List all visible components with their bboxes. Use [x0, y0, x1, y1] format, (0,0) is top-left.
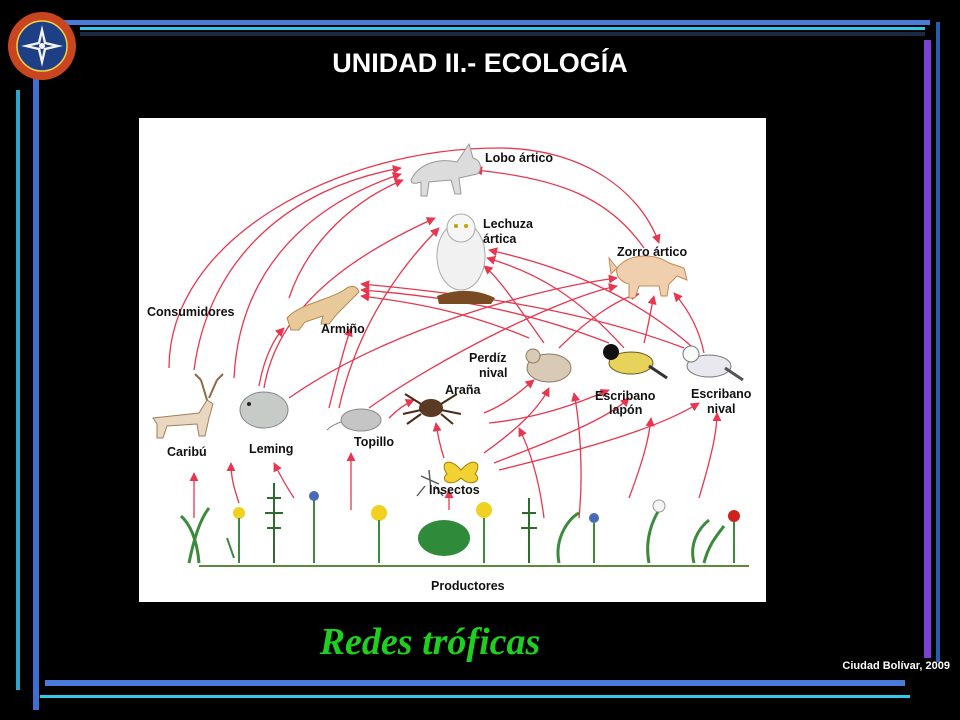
label-lechuza-2: ártica [483, 232, 517, 246]
label-armino: Armiño [321, 322, 365, 336]
arrow-productor-nival [698, 412, 722, 499]
label-productores: Productores [431, 579, 505, 593]
frame-bar-right-purple [924, 40, 931, 658]
arrow-arana-lapon [488, 389, 610, 424]
frame-bar-right-blue [936, 22, 940, 662]
arrow-armino-lobo [288, 178, 404, 299]
arrow-caribu-lobo [193, 164, 402, 371]
arrow-leming-lobo [233, 172, 402, 379]
snow-bunting-icon [682, 345, 744, 382]
label-caribu: Caribú [167, 445, 207, 459]
arrow-nival-armino [360, 280, 685, 349]
university-seal-icon [8, 12, 76, 80]
slide-footer: Ciudad Bolívar, 2009 [842, 660, 950, 672]
arrow-productor-leming-2 [273, 462, 295, 499]
arrow-insectos-arana [432, 422, 445, 459]
label-perdiz-1: Perdíz [469, 351, 507, 365]
arrow-caribu-zorro [168, 147, 661, 369]
frame-bar-top-blue [60, 20, 930, 25]
label-perdiz-2: nival [479, 366, 508, 380]
butterfly-icon [443, 461, 479, 484]
lemming-icon [239, 391, 289, 429]
arrow-lapon-armino [360, 286, 610, 344]
arctic-fox-icon [608, 255, 688, 299]
snowy-owl-icon [436, 213, 495, 304]
food-web-arrows [168, 147, 722, 519]
label-escribano-lapon-2: lapón [609, 403, 642, 417]
arrow-productor-leming [226, 462, 240, 504]
arrow-topillo-arana [388, 399, 415, 419]
arrow-leming-lechuza [263, 217, 436, 389]
label-escribano-nival-2: nival [707, 402, 736, 416]
label-zorro: Zorro ártico [617, 245, 688, 259]
lapland-bunting-icon [603, 344, 668, 380]
caribou-icon [152, 373, 224, 439]
arrow-productor-lapon [628, 417, 655, 499]
arrow-lapon-lechuza [486, 255, 625, 349]
label-consumidores: Consumidores [147, 305, 235, 319]
label-escribano-lapon-1: Escribano [595, 389, 656, 403]
arrow-leming-zorro [288, 274, 618, 399]
arrow-topillo-lechuza [338, 227, 440, 409]
arrow-nival-zorro [673, 292, 705, 354]
frame-bar-bottom-blue [45, 680, 905, 686]
arrow-insectos-lapon [493, 397, 630, 464]
label-lechuza-1: Lechuza [483, 217, 534, 231]
ermine-icon [286, 285, 360, 331]
wolf-icon [410, 142, 481, 197]
ptarmigan-icon [525, 348, 572, 383]
producers-plants [179, 483, 749, 567]
mosquito-icon [416, 469, 444, 497]
food-web-diagram: Lobo ártico Lechuza ártica Zorro ártico … [139, 118, 766, 602]
frame-bar-left-cyan [16, 90, 20, 690]
frame-bar-top-dark [80, 32, 925, 36]
arrow-nival-lechuza [488, 247, 700, 354]
frame-bar-top-cyan [80, 27, 925, 30]
arrow-insectos-nival [498, 402, 700, 471]
arrow-lapon-zorro [643, 295, 657, 344]
arrow-perdiz-armino [360, 292, 530, 339]
spider-icon [402, 393, 462, 425]
arrow-arana-perdiz [483, 379, 535, 414]
arrow-insectos-perdiz [483, 387, 550, 454]
label-topillo: Topillo [354, 435, 394, 449]
label-insectos: Insectos [429, 483, 480, 497]
frame-bar-left-blue [33, 70, 39, 710]
arrow-productor-arana-side [518, 427, 545, 519]
label-lobo: Lobo ártico [485, 151, 553, 165]
slide-title: UNIDAD II.- ECOLOGÍA [332, 48, 628, 78]
arrow-zorro-lobo [473, 166, 645, 249]
slide-caption: Redes tróficas [319, 621, 541, 663]
arrow-topillo-zorro [368, 283, 618, 409]
arrow-leming-armino [258, 327, 285, 387]
vole-icon [326, 408, 382, 432]
frame-bar-bottom-cyan [40, 695, 910, 698]
label-arana: Araña [445, 383, 481, 397]
arrow-topillo-armino [328, 327, 353, 409]
arrow-perdiz-lechuza [483, 265, 545, 344]
label-escribano-nival-1: Escribano [691, 387, 752, 401]
arrow-productor-perdiz [571, 392, 582, 519]
label-leming: Leming [249, 442, 293, 456]
